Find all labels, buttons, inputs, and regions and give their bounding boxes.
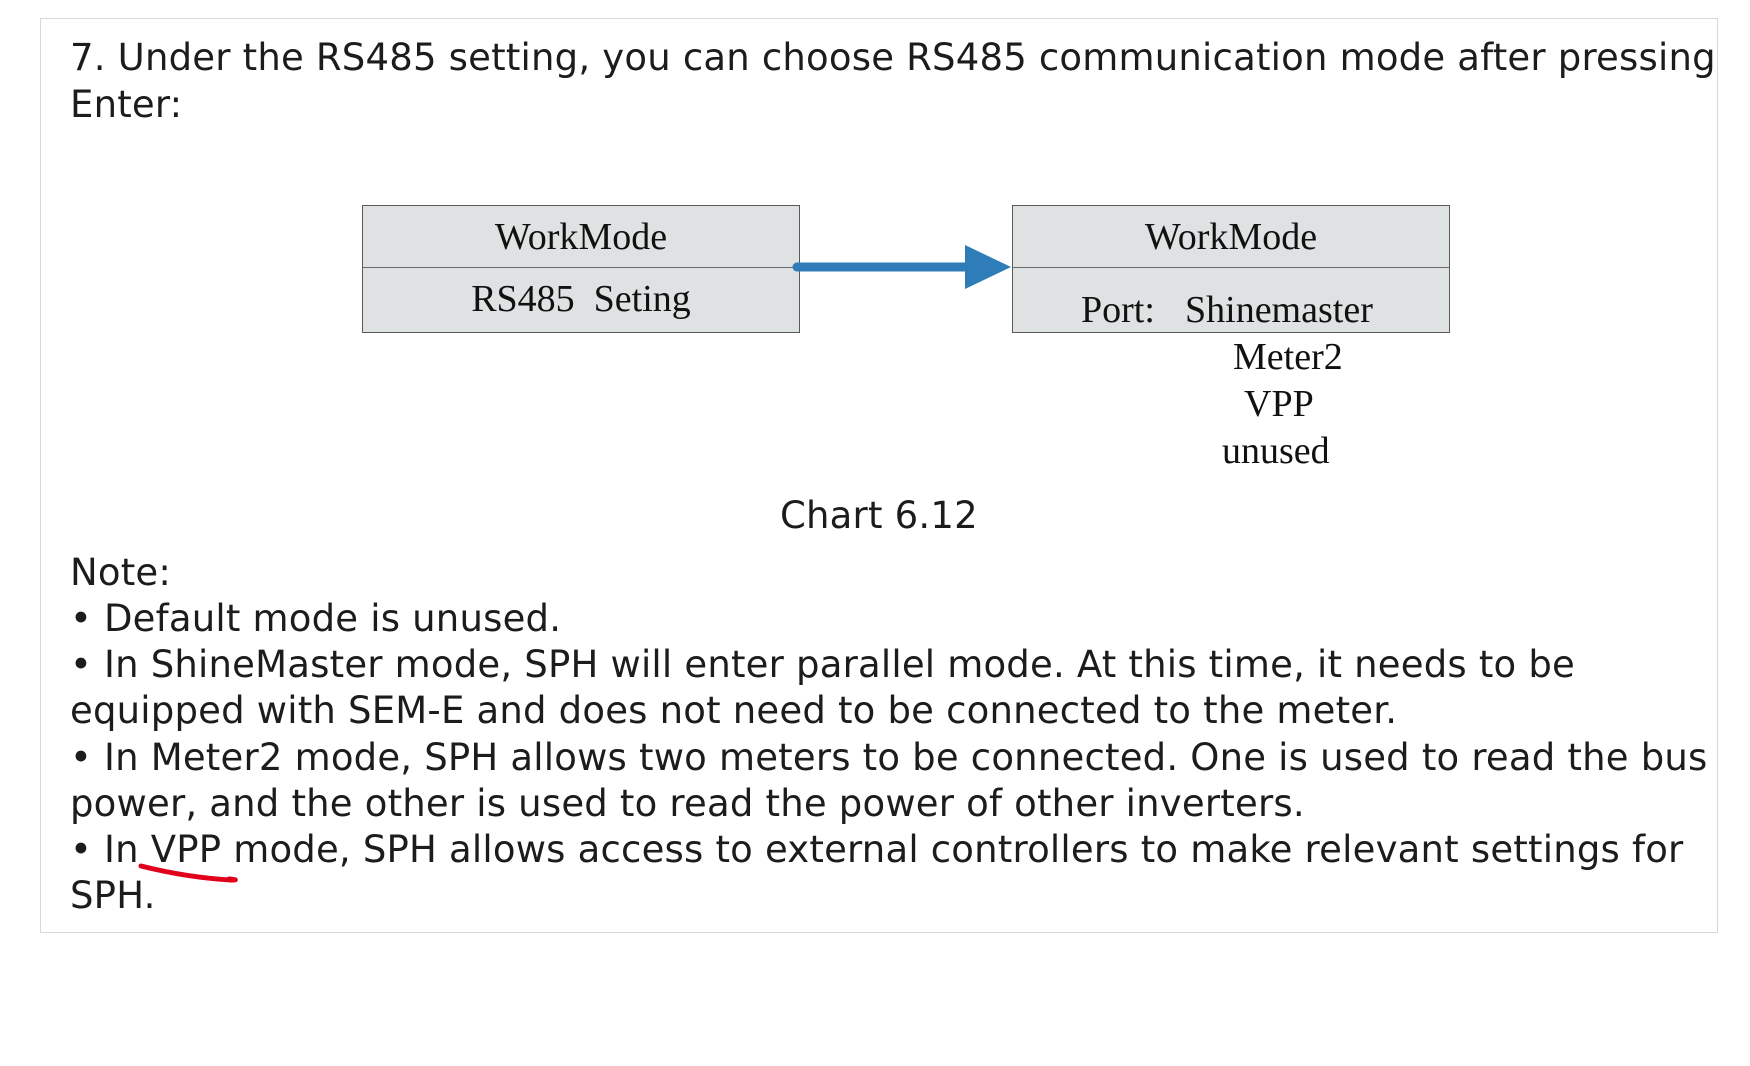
note-line-1: • Default mode is unused. <box>70 597 562 640</box>
step-heading-line-2: Enter: <box>70 83 183 126</box>
note-line-7: SPH. <box>70 874 156 917</box>
note-title: Note: <box>70 551 172 594</box>
left-box-divider <box>363 267 799 268</box>
note-line-6: • In VPP mode, SPH allows access to exte… <box>70 828 1684 871</box>
port-option-unused: unused <box>1222 430 1330 472</box>
port-option-vpp: VPP <box>1244 383 1314 425</box>
rs485-setting-box: WorkMode RS485 Seting <box>362 205 800 333</box>
step-heading-line-1: 7. Under the RS485 setting, you can choo… <box>70 36 1716 79</box>
note-line-5: power, and the other is used to read the… <box>70 782 1305 825</box>
workmode-port-box: WorkMode <box>1012 205 1450 333</box>
left-box-setting-label: RS485 Seting <box>471 278 691 320</box>
note-line-4: • In Meter2 mode, SPH allows two meters … <box>70 736 1708 779</box>
right-box-divider <box>1013 267 1449 268</box>
port-option-shinemaster: Shinemaster <box>1185 289 1373 331</box>
port-label: Port: <box>1081 289 1155 331</box>
chart-caption: Chart 6.12 <box>780 494 978 537</box>
red-underline-annotation <box>138 863 238 883</box>
note-line-2: • In ShineMaster mode, SPH will enter pa… <box>70 643 1575 686</box>
arrow-head <box>965 245 1011 289</box>
document-page <box>40 18 1718 933</box>
left-box-title: WorkMode <box>494 216 668 258</box>
arrow-right-icon <box>792 245 1011 289</box>
port-option-meter2: Meter2 <box>1233 336 1343 378</box>
right-box-title: WorkMode <box>1144 216 1318 258</box>
note-line-3: equipped with SEM-E and does not need to… <box>70 689 1398 732</box>
